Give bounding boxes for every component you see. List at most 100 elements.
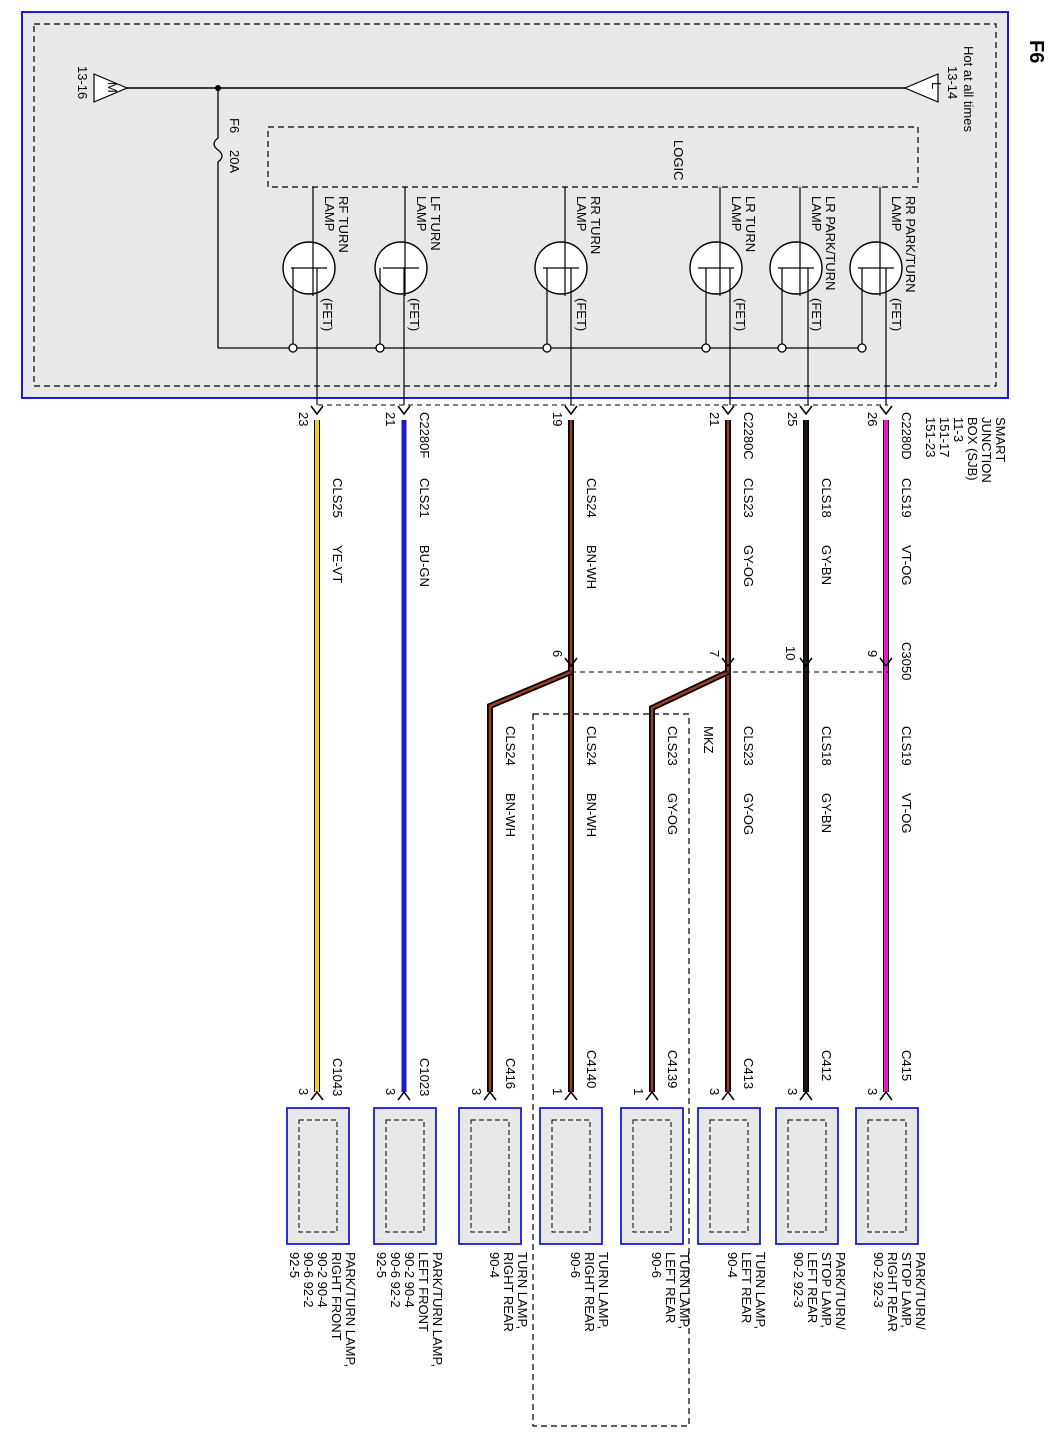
circuit-label: CLS23 bbox=[741, 478, 756, 518]
circuit-label: CLS23 bbox=[665, 726, 680, 766]
sjb-inner-box bbox=[33, 23, 997, 387]
sjb-name: BOX (SJB) bbox=[965, 417, 980, 481]
component-connector: C1023 bbox=[417, 1058, 432, 1096]
component-label: 90-6 bbox=[568, 1252, 583, 1278]
component-label: LEFT REAR bbox=[663, 1252, 678, 1323]
fet-rr-park-turn bbox=[849, 187, 903, 405]
circuit-label: CLS23 bbox=[741, 726, 756, 766]
circuit-color: BU-GN bbox=[417, 545, 432, 587]
fet-lr-park-turn bbox=[769, 187, 823, 405]
lamp-label: LAMP bbox=[574, 196, 589, 231]
sjb-ref: 11-3 bbox=[951, 417, 966, 442]
component-label: 92-5 bbox=[287, 1252, 302, 1278]
lamp-label: LF TURN bbox=[428, 196, 443, 251]
circuit-label: CLS19 bbox=[899, 478, 914, 518]
component-label: PARK/TURN/ bbox=[913, 1252, 928, 1330]
component-connector: C415 bbox=[899, 1050, 914, 1081]
component-label: LEFT REAR bbox=[739, 1252, 754, 1323]
component-pin: 3 bbox=[785, 1088, 800, 1095]
circuit-color: BN-WH bbox=[584, 545, 599, 589]
ground-ref: 13-16 bbox=[75, 66, 90, 99]
circuit-label: CLS25 bbox=[330, 478, 345, 518]
component-label: STOP LAMP, bbox=[899, 1252, 914, 1328]
pin-number: 26 bbox=[865, 412, 880, 426]
component-pin: 3 bbox=[469, 1088, 484, 1095]
component-label: 90-2 90-4 bbox=[315, 1252, 330, 1308]
sjb-module-box bbox=[21, 11, 1009, 399]
component-connector: C413 bbox=[741, 1058, 756, 1089]
inline-pin: 10 bbox=[783, 646, 798, 660]
sjb-name: SMART bbox=[993, 417, 1008, 462]
circuit-color: YE-VT bbox=[330, 545, 345, 583]
mkz-region bbox=[532, 713, 690, 1427]
lamp-label: RR TURN bbox=[588, 196, 603, 254]
fet-label: (FET) bbox=[320, 298, 335, 331]
fet-label: (FET) bbox=[809, 298, 824, 331]
hot-connector-label: L bbox=[929, 82, 944, 89]
component-label: TURN LAMP, bbox=[753, 1252, 768, 1329]
component-label: LEFT FRONT bbox=[416, 1252, 431, 1332]
circuit-color: VT-OG bbox=[899, 793, 914, 833]
fet-rf-turn bbox=[282, 187, 336, 405]
component-pin-chevrons bbox=[310, 1090, 893, 1101]
circuit-color: BN-WH bbox=[584, 793, 599, 837]
fuse-icon bbox=[213, 88, 223, 348]
connector-name: C2280C bbox=[741, 412, 756, 460]
fet-rr-turn bbox=[534, 187, 588, 405]
component-pin: 3 bbox=[383, 1088, 398, 1095]
circuit-color: VT-OG bbox=[899, 545, 914, 585]
component-label: 90-2 92-3 bbox=[791, 1252, 806, 1308]
pin-number: 23 bbox=[296, 412, 311, 426]
component-connector: C4140 bbox=[584, 1050, 599, 1088]
circuit-label: CLS24 bbox=[584, 726, 599, 766]
wire-cls24-branch bbox=[487, 669, 573, 1092]
page-id: F6 bbox=[1025, 40, 1047, 63]
sjb-name: JUNCTION bbox=[979, 417, 994, 483]
component-label-c415: PARK/TURN/ STOP LAMP, RIGHT REAR 90-2 92… bbox=[871, 1252, 928, 1332]
component-label-c1023: PARK/TURN LAMP, LEFT FRONT 90-2 90-4 90-… bbox=[374, 1252, 445, 1367]
component-label: RIGHT REAR bbox=[582, 1252, 597, 1332]
circuit-label: CLS19 bbox=[899, 726, 914, 766]
fet-lr-turn bbox=[689, 187, 743, 405]
component-label: 90-2 92-3 bbox=[871, 1252, 886, 1308]
component-label: 90-2 90-4 bbox=[402, 1252, 417, 1308]
component-label: RIGHT REAR bbox=[885, 1252, 900, 1332]
component-label-c1043: PARK/TURN LAMP, RIGHT FRONT 90-2 90-4 90… bbox=[287, 1252, 358, 1367]
component-box bbox=[855, 1107, 919, 1245]
pin-number: 25 bbox=[785, 412, 800, 426]
inline-pin: 7 bbox=[707, 650, 722, 657]
circuit-color: GY-OG bbox=[741, 793, 756, 835]
lamp-label: LAMP bbox=[322, 196, 337, 231]
hot-ref: 13-14 bbox=[945, 66, 960, 99]
circuit-label: CLS24 bbox=[584, 478, 599, 518]
component-connector: C416 bbox=[503, 1058, 518, 1089]
component-label: 90-6 bbox=[649, 1252, 664, 1278]
component-label: RIGHT FRONT bbox=[329, 1252, 344, 1341]
component-pin: 3 bbox=[296, 1088, 311, 1095]
sjb-ref: 151-23 bbox=[923, 417, 938, 457]
pin-number: 19 bbox=[550, 412, 565, 426]
circuit-label: CLS18 bbox=[819, 726, 834, 766]
component-label: PARK/TURN LAMP, bbox=[430, 1252, 445, 1367]
component-label: STOP LAMP, bbox=[819, 1252, 834, 1328]
fet-label: (FET) bbox=[733, 298, 748, 331]
circuit-color: GY-OG bbox=[741, 545, 756, 587]
component-box bbox=[620, 1107, 684, 1245]
circuit-label: CLS24 bbox=[503, 726, 518, 766]
component-connector: C412 bbox=[819, 1050, 834, 1081]
component-pin: 3 bbox=[707, 1088, 722, 1095]
circuit-label: CLS21 bbox=[417, 478, 432, 518]
logic-label: LOGIC bbox=[671, 140, 686, 180]
inline-connector-name: C3050 bbox=[899, 642, 914, 680]
lamp-label: LAMP bbox=[889, 196, 904, 231]
component-box bbox=[286, 1107, 350, 1245]
pin-number: 21 bbox=[383, 412, 398, 426]
inline-pin-chevrons bbox=[564, 657, 893, 668]
component-label: RIGHT REAR bbox=[501, 1252, 516, 1332]
lamp-label: RF TURN bbox=[336, 196, 351, 253]
inline-pin: 9 bbox=[865, 650, 880, 657]
component-label: PARK/TURN/ bbox=[833, 1252, 848, 1330]
fet-label: (FET) bbox=[574, 298, 589, 331]
fuse-rating: 20A bbox=[227, 150, 242, 173]
circuit-color: GY-BN bbox=[819, 793, 834, 833]
